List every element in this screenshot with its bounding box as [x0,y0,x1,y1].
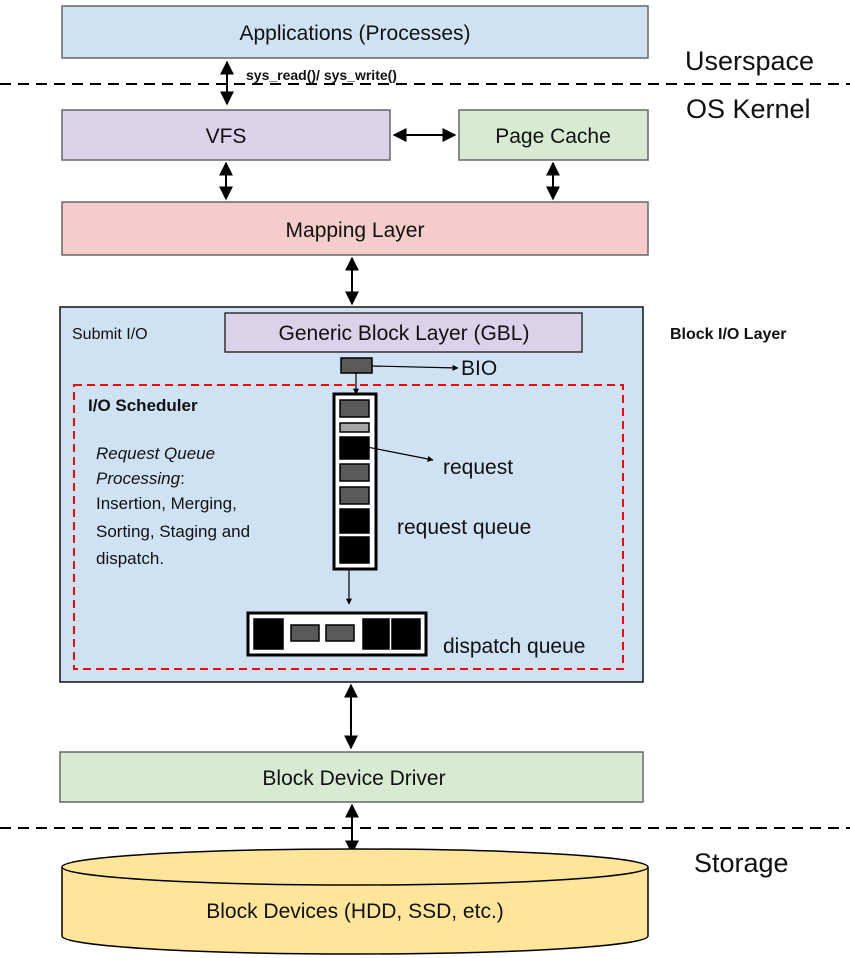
vfs-box [61,109,391,161]
dispatch-slot [290,624,320,642]
gbl-box [224,312,583,353]
submit-io-label: Submit I/O [72,326,148,343]
io-scheduler-box [73,384,624,670]
processing-description: Request Queue [96,444,215,463]
queue-slot [339,486,370,505]
dispatch-slot [325,624,355,642]
io-scheduler-title: I/O Scheduler [88,396,198,415]
bio-block [340,357,373,374]
block-device-driver-box [59,751,644,803]
dispatch-slot [391,618,421,650]
request-queue [332,392,378,571]
mapping-layer-box [61,201,649,256]
dispatch-slot [362,618,390,650]
processing-description-line2: Processing: [96,469,185,488]
queue-slot [339,463,370,482]
block-device-driver-label: Block Device Driver [262,767,445,790]
os-kernel-label: OS Kernel [686,94,811,124]
queue-slot [339,399,370,418]
processing-line-1: Insertion, Merging, [96,494,237,513]
mapping-layer-label: Mapping Layer [286,219,425,242]
processing-heading: Request Queue [96,444,215,463]
cylinder-top [61,848,649,886]
page-cache-label: Page Cache [495,125,611,148]
storage-label: Storage [694,848,789,878]
applications-label: Applications (Processes) [239,22,470,45]
bio-label: BIO [461,357,497,380]
syscall-label: sys_read()/ sys_write() [246,67,397,83]
processing-colon: : [180,469,185,488]
request-label: request [443,456,513,479]
request-queue-label: request queue [397,516,531,539]
queue-slot [339,422,370,433]
processing-line-3: dispatch. [96,549,164,568]
queue-slot [339,436,370,460]
request-pointer-arrow [361,445,434,462]
processing-heading-2: Processing [96,469,181,488]
page-cache-box [458,109,649,161]
dispatch-queue-label: dispatch queue [443,635,585,658]
processing-line-2: Sorting, Staging and [96,522,250,541]
gbl-label: Generic Block Layer (GBL) [279,322,530,345]
queue-slot [339,536,370,564]
queue-slot [339,508,370,534]
cylinder-body [61,867,649,955]
applications-box [61,5,649,59]
bio-arrow [371,364,459,371]
dispatch-queue [246,611,428,657]
block-devices-label: Block Devices (HDD, SSD, etc.) [206,900,504,923]
block-io-layer-label: Block I/O Layer [670,326,787,343]
block-devices-cylinder [61,848,649,955]
dispatch-slot [253,618,284,650]
userspace-label: Userspace [685,46,814,76]
vfs-label: VFS [206,125,247,148]
